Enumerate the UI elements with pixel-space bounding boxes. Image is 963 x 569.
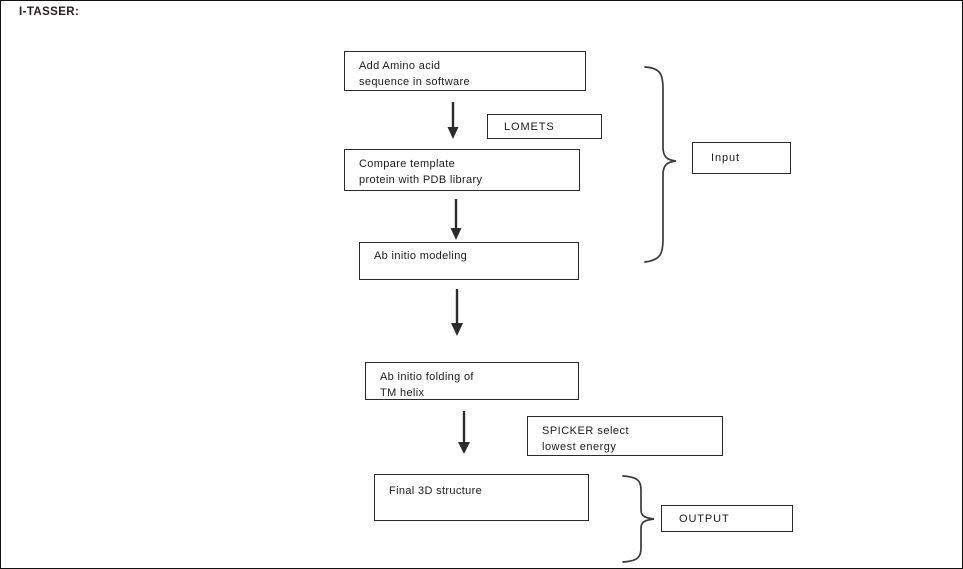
- flow-node-ab-initio-modeling: Ab initio modeling: [359, 242, 579, 280]
- group-label-input: Input: [692, 142, 791, 174]
- arrow-step4-to-step5: [458, 411, 470, 454]
- flow-node-final-structure: Final 3D structure: [374, 474, 589, 521]
- flow-node-compare-template: Compare template protein with PDB librar…: [344, 149, 580, 191]
- arrow-step2-to-step3: [450, 199, 462, 240]
- brace-input-group: [644, 66, 677, 263]
- brace-output-group: [622, 475, 655, 563]
- flow-node-add-sequence: Add Amino acid sequence in software: [344, 51, 586, 91]
- arrow-step3-to-step4: [451, 289, 463, 336]
- page-title: I-TASSER:: [19, 6, 80, 18]
- annotation-spicker: SPICKER select lowest energy: [527, 416, 723, 456]
- flow-node-ab-initio-folding: Ab initio folding of TM helix: [365, 362, 579, 400]
- group-label-output: OUTPUT: [661, 505, 793, 532]
- arrow-step1-to-step2: [447, 102, 459, 139]
- annotation-lomets: LOMETS: [487, 114, 602, 139]
